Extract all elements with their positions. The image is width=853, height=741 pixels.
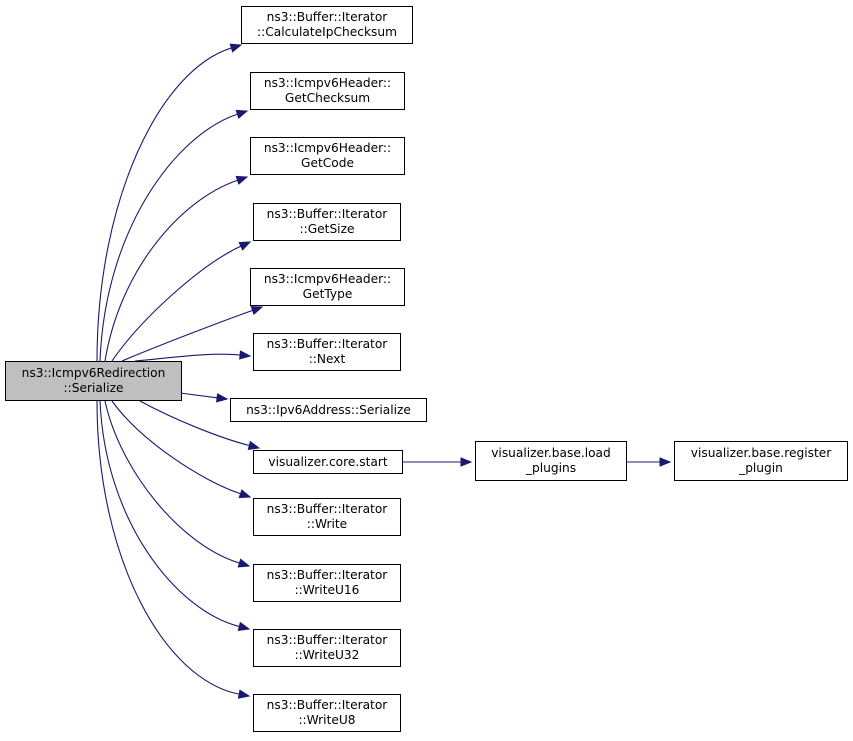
node-label-line1: ns3::Buffer::Iterator (266, 568, 388, 582)
edge-root-to-core_start (139, 400, 261, 450)
edge-root-to-write (111, 400, 252, 499)
edge-line (104, 179, 238, 362)
arrowhead-icon (237, 621, 251, 631)
edge-root-to-write_u8 (96, 400, 251, 699)
node-label-line1: ns3::Buffer::Iterator (266, 10, 388, 24)
arrowhead-icon (235, 109, 249, 119)
node-label-line2: GetCode (301, 156, 354, 170)
edge-root-to-get_type (121, 306, 264, 362)
arrowhead-icon (659, 457, 672, 467)
node-label-line2: ::CalculateIpChecksum (257, 25, 397, 39)
node-get-code[interactable]: ns3::Icmpv6Header:: GetCode (250, 137, 405, 175)
node-label-line2: ::Next (308, 352, 346, 366)
node-label-line2: ::Write (306, 517, 348, 531)
node-visualizer-base-load-plugins[interactable]: visualizer.base.load _plugins (475, 441, 627, 481)
edge-line (111, 400, 241, 495)
node-label-line1: visualizer.base.load (491, 446, 611, 460)
node-label-line2: ::GetSize (299, 222, 355, 236)
edge-root-to-get_checksum (99, 109, 249, 362)
edge-line (99, 113, 238, 362)
node-label-line2: ::WriteU8 (298, 713, 356, 727)
edge-load_plugins-to-register_plugin (627, 457, 672, 467)
node-label-line1: ns3::Buffer::Iterator (266, 337, 388, 351)
edge-line (99, 400, 240, 628)
edge-line (104, 400, 240, 564)
node-label-line1: ns3::Icmpv6Redirection (21, 366, 166, 380)
arrowhead-icon (235, 175, 249, 185)
arrowhead-icon (460, 457, 473, 467)
node-get-type[interactable]: ns3::Icmpv6Header:: GetType (250, 268, 405, 306)
edge-root-to-get_size (111, 241, 252, 362)
arrowhead-icon (238, 489, 252, 499)
node-label-line2: ::WriteU16 (294, 583, 360, 597)
arrowhead-icon (237, 689, 251, 699)
node-label-line1: ns3::Icmpv6Header:: (263, 76, 392, 90)
node-write-u16[interactable]: ns3::Buffer::Iterator ::WriteU16 (253, 564, 401, 602)
node-label-line1: ns3::Buffer::Iterator (266, 207, 388, 221)
edge-root-to-get_code (104, 175, 249, 362)
node-get-size[interactable]: ns3::Buffer::Iterator ::GetSize (253, 203, 401, 241)
edge-root-to-write_u16 (104, 400, 251, 568)
arrowhead-icon (238, 241, 252, 251)
edge-line (96, 400, 240, 695)
arrowhead-icon (237, 558, 251, 568)
node-get-checksum[interactable]: ns3::Icmpv6Header:: GetChecksum (250, 72, 405, 110)
node-write[interactable]: ns3::Buffer::Iterator ::Write (253, 498, 401, 536)
node-label-line1: ns3::Icmpv6Header:: (263, 141, 392, 155)
node-label-line1: visualizer.core.start (268, 454, 388, 469)
edge-line (134, 353, 241, 362)
edge-root-to-next (134, 350, 252, 362)
node-label-line1: ns3::Buffer::Iterator (266, 502, 388, 516)
node-ipv6address-serialize[interactable]: ns3::Ipv6Address::Serialize (230, 398, 427, 422)
edge-line (111, 245, 242, 362)
edge-core_start-to-load_plugins (403, 457, 473, 467)
edge-root-to-ipv6_serialize (179, 392, 229, 403)
arrowhead-icon (250, 306, 264, 315)
node-next[interactable]: ns3::Buffer::Iterator ::Next (253, 333, 401, 371)
node-label-line2: GetType (302, 287, 353, 301)
node-label-line1: visualizer.base.register (690, 446, 832, 460)
node-root-icmpv6redirection-serialize: ns3::Icmpv6Redirection ::Serialize (5, 361, 182, 401)
node-label-line1: ns3::Icmpv6Header:: (263, 272, 392, 286)
node-calculate-ip-checksum[interactable]: ns3::Buffer::Iterator ::CalculateIpCheck… (241, 6, 413, 44)
node-label-line1: ns3::Buffer::Iterator (266, 633, 388, 647)
edge-line (121, 309, 253, 362)
node-label-line2: _plugins (525, 461, 577, 475)
edge-line (179, 392, 218, 399)
node-label-line2: ::Serialize (63, 381, 124, 395)
node-label-line1: ns3::Buffer::Iterator (266, 698, 388, 712)
arrowhead-icon (247, 440, 261, 450)
node-label-line2: GetChecksum (284, 91, 371, 105)
node-label-line2: _plugin (739, 461, 783, 475)
node-label-line1: ns3::Ipv6Address::Serialize (246, 402, 411, 417)
node-visualizer-base-register-plugin[interactable]: visualizer.base.register _plugin (674, 441, 848, 481)
edge-root-to-calc_ip_checksum (96, 43, 243, 362)
node-write-u32[interactable]: ns3::Buffer::Iterator ::WriteU32 (253, 629, 401, 667)
arrowhead-icon (239, 350, 252, 360)
edge-line (96, 47, 232, 362)
edge-root-to-write_u32 (99, 400, 251, 631)
edge-line (139, 400, 250, 447)
node-write-u8[interactable]: ns3::Buffer::Iterator ::WriteU8 (253, 694, 401, 732)
arrowhead-icon (229, 43, 243, 53)
node-label-line2: ::WriteU32 (294, 648, 360, 662)
node-visualizer-core-start[interactable]: visualizer.core.start (253, 450, 403, 474)
arrowhead-icon (216, 393, 229, 403)
